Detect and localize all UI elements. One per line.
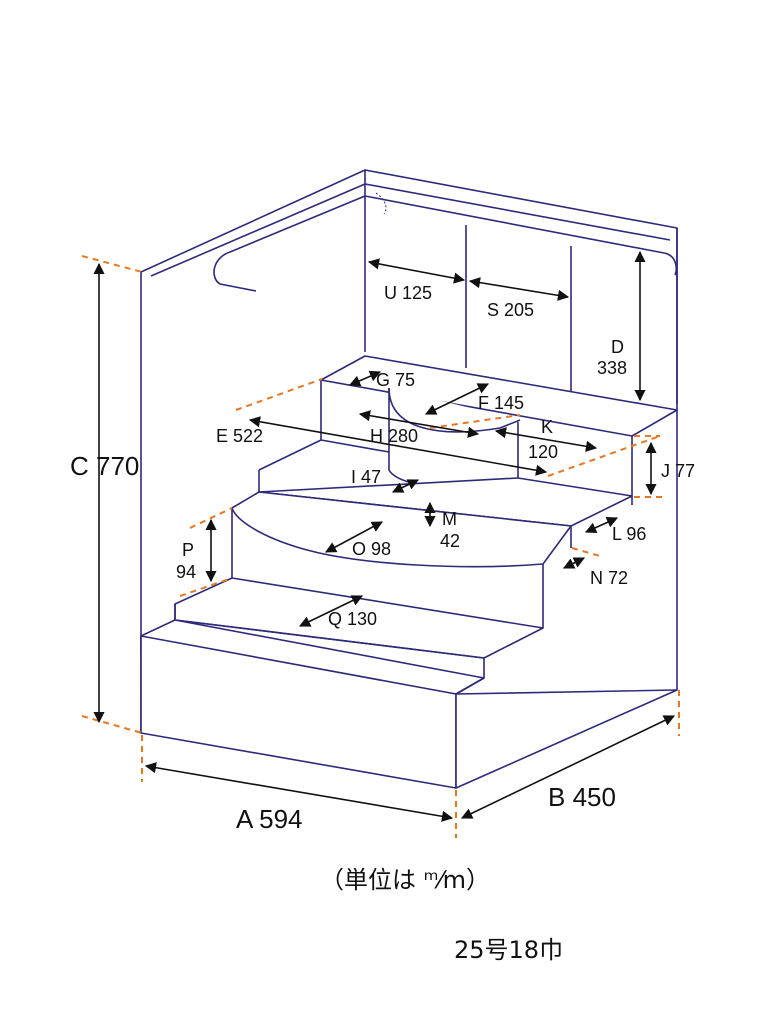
arrow-e [248, 416, 548, 476]
step4-front [174, 604, 485, 678]
guide-e-right [547, 435, 661, 477]
model-label: 25号18巾 [454, 936, 563, 964]
label-k-letter: K [541, 417, 553, 437]
step3-front [231, 508, 544, 628]
guide-p-bottom [179, 577, 233, 597]
label-d-letter: D [611, 337, 624, 357]
left-grip-curl [213, 195, 366, 292]
label-q: Q 130 [328, 609, 377, 629]
left-panel-inner-edge [150, 183, 366, 277]
label-c: C 770 [70, 451, 139, 481]
arrow-s [468, 277, 570, 301]
guide-p-top [189, 507, 233, 529]
label-p-letter: P [182, 540, 194, 560]
label-l: L 96 [612, 524, 646, 544]
arrow-b [460, 715, 676, 819]
label-m-value: 42 [440, 531, 460, 551]
label-h: H 280 [370, 426, 418, 446]
arrow-g [348, 370, 382, 387]
label-g: G 75 [376, 370, 415, 390]
label-j: J 77 [661, 461, 695, 481]
label-p-value: 94 [176, 562, 196, 582]
base-top-edge [455, 677, 485, 695]
arrow-o [325, 521, 383, 553]
label-m-letter: M [442, 509, 457, 529]
arrow-l [584, 517, 619, 533]
arrow-q [298, 595, 364, 627]
arrow-k [494, 427, 598, 452]
guide-n [571, 547, 601, 557]
arrow-a [144, 762, 454, 822]
label-f: F 145 [478, 393, 524, 413]
label-d-value: 338 [597, 358, 627, 378]
cabinet-outline [140, 169, 678, 789]
dimension-labels: C 770 A 594 B 450 D 338 U 125 S 205 G 75… [70, 283, 695, 834]
label-a: A 594 [236, 804, 303, 834]
guide-c-bottom [81, 715, 143, 734]
label-b: B 450 [548, 782, 616, 812]
label-o: O 98 [352, 539, 391, 559]
arrow-u [367, 258, 466, 284]
guide-c-top [81, 255, 143, 273]
label-k-value: 120 [528, 442, 558, 462]
arrow-i [391, 479, 420, 493]
hinge-mark [375, 192, 387, 215]
label-u: U 125 [384, 283, 432, 303]
arrow-n [562, 557, 586, 569]
unit-note: （単位は ᵐ⁄m） [320, 866, 490, 894]
base-right [455, 689, 678, 789]
dimension-arrows [93, 250, 676, 822]
step3-surface [231, 491, 572, 568]
guide-e-left [235, 378, 323, 411]
label-e: E 522 [216, 426, 263, 446]
label-s: S 205 [487, 300, 534, 320]
label-i: I 47 [351, 467, 381, 487]
arrow-f [424, 383, 490, 415]
label-n: N 72 [590, 568, 628, 588]
